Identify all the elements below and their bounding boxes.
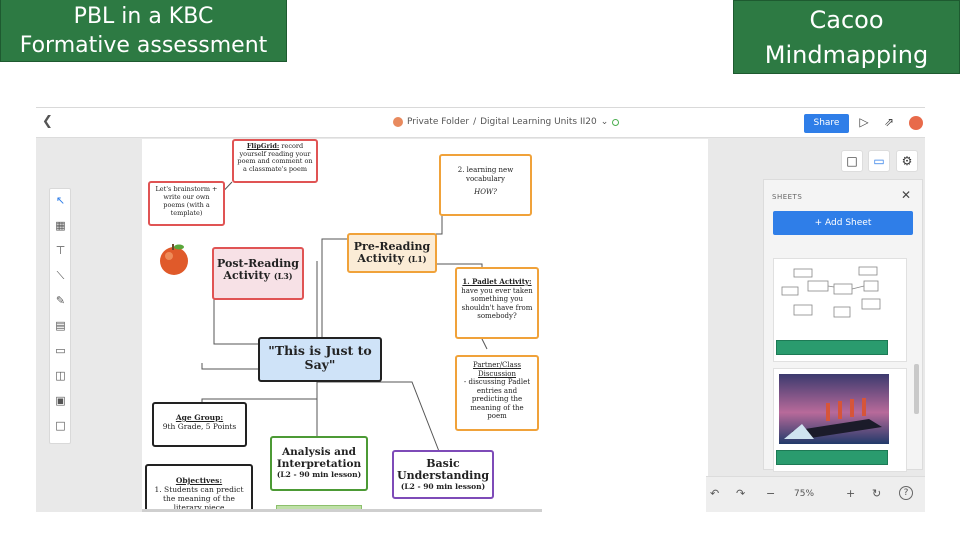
node-padlet-body: have you ever taken something you should… <box>461 286 533 321</box>
redo-icon[interactable]: ↷ <box>736 487 746 500</box>
node-brainstorm[interactable]: Let's brainstorm + write our own poems (… <box>148 181 225 226</box>
slide-title-formative: PBL in a KBC Formative assessment <box>0 0 287 62</box>
node-learning-how: HOW? <box>474 188 497 196</box>
text-tool-icon[interactable]: ⊤ <box>55 244 66 257</box>
select-cursor-icon[interactable]: ↖ <box>55 194 66 207</box>
sheets-scrollbar[interactable] <box>914 364 919 414</box>
node-flipgrid[interactable]: FlipGrid: record yourself reading your p… <box>232 139 318 183</box>
node-partner-discussion[interactable]: Partner/Class Discussion - discussing Pa… <box>455 355 539 431</box>
back-arrow-icon[interactable]: ❮ <box>42 114 53 129</box>
breadcrumb-document[interactable]: Digital Learning Units II20 <box>480 117 597 127</box>
tool-palette: ↖ ▦ ⊤ ⟍ ✎ ▤ ▭ ◫ ▣ □ <box>49 188 71 444</box>
node-analysis[interactable]: Analysis and Interpretation (L2 - 90 min… <box>270 436 368 491</box>
sheets-title: SHEETS <box>772 193 803 201</box>
node-objectives-body: 1. Students can predict the meaning of t… <box>154 485 244 512</box>
node-partial-bottom <box>276 505 362 512</box>
node-brainstorm-text: Let's brainstorm + write our own poems (… <box>155 185 218 217</box>
node-central-topic[interactable]: "This is Just to Say" <box>258 337 382 382</box>
apple-icon <box>157 242 191 276</box>
comment-add-icon[interactable]: □ <box>55 419 66 432</box>
shapes-icon[interactable]: ▦ <box>55 219 66 232</box>
node-age-title: Age Group: <box>175 413 224 422</box>
gear-icon[interactable]: ⚙ <box>896 150 918 172</box>
table-icon[interactable]: ▤ <box>55 319 66 332</box>
node-post-reading-level: (L3) <box>273 271 293 281</box>
help-button[interactable]: ? <box>899 486 913 500</box>
node-post-reading[interactable]: Post-Reading Activity (L3) <box>212 247 304 300</box>
line-tool-icon[interactable]: ⟍ <box>56 269 65 282</box>
sheet-name-label[interactable] <box>776 340 888 355</box>
sync-status-icon <box>612 118 620 126</box>
export-icon[interactable]: ⇗ <box>883 115 895 129</box>
add-sheet-button[interactable]: + Add Sheet <box>773 211 913 235</box>
undo-icon[interactable]: ↶ <box>710 487 720 500</box>
node-pre-reading[interactable]: Pre-Reading Activity (L1) <box>347 233 437 273</box>
node-age-body: 9th Grade, 5 Points <box>162 422 237 431</box>
image-icon[interactable]: ▣ <box>55 394 66 407</box>
close-icon[interactable]: ✕ <box>901 188 912 202</box>
breadcrumb-separator: / <box>473 117 477 127</box>
node-padlet[interactable]: 1. Padlet Activity: have you ever taken … <box>455 267 539 339</box>
node-analysis-level: (L2 - 90 min lesson) <box>276 470 362 479</box>
zoom-out-button[interactable]: − <box>766 487 776 500</box>
node-objectives[interactable]: Objectives: 1. Students can predict the … <box>145 464 253 512</box>
node-basic-level: (L2 - 90 min lesson) <box>400 482 486 491</box>
node-pre-reading-level: (L1) <box>407 254 427 264</box>
zoom-bar: ↶ ↷ − 75% + ↻ ? <box>706 476 925 512</box>
node-post-reading-title: Post-Reading Activity <box>217 257 299 282</box>
breadcrumb-folder[interactable]: Private Folder <box>407 117 470 127</box>
fit-screen-icon[interactable]: ↻ <box>872 487 882 500</box>
node-basic-title: Basic Understanding <box>397 457 490 482</box>
cacoo-app-window: ❮ Private Folder / Digital Learning Unit… <box>36 107 925 512</box>
node-central-text: "This is Just to Say" <box>268 343 372 372</box>
play-icon[interactable]: ▷ <box>859 115 869 129</box>
node-learning-text: 2. learning new vocabulary <box>457 166 514 183</box>
slide-title-line2: Formative assessment <box>19 33 268 58</box>
node-basic-understanding[interactable]: Basic Understanding (L2 - 90 min lesson) <box>392 450 494 499</box>
top-bar: ❮ Private Folder / Digital Learning Unit… <box>36 108 925 138</box>
chevron-down-icon[interactable]: ⌄ <box>600 117 609 127</box>
diagram-canvas[interactable]: FlipGrid: record yourself reading your p… <box>142 139 708 512</box>
share-button[interactable]: Share <box>804 114 849 133</box>
node-partner-body: - discussing Padlet entries and predicti… <box>463 378 531 420</box>
zoom-in-button[interactable]: + <box>846 487 856 500</box>
pen-icon[interactable]: ✎ <box>55 294 66 307</box>
node-age-group[interactable]: Age Group: 9th Grade, 5 Points <box>152 402 247 447</box>
avatar[interactable] <box>909 116 923 130</box>
node-flipgrid-title: FlipGrid: <box>246 142 280 150</box>
breadcrumb: Private Folder / Digital Learning Units … <box>393 117 620 127</box>
sheets-panel: SHEETS ✕ + Add Sheet <box>763 179 923 472</box>
node-partner-title: Partner/Class Discussion <box>472 361 522 378</box>
slide-title-line1: PBL in a KBC <box>73 4 214 29</box>
sheets-icon[interactable]: ▭ <box>868 150 890 172</box>
zoom-level[interactable]: 75% <box>794 489 815 499</box>
sheet-thumbnail[interactable] <box>773 258 907 362</box>
sticky-note-icon[interactable]: ▭ <box>55 344 66 357</box>
slide-title-cacoo: Cacoo Mindmapping <box>733 0 960 74</box>
sheet-thumbnail[interactable] <box>773 368 907 472</box>
node-padlet-title: 1. Padlet Activity: <box>462 277 532 286</box>
canvas-horizontal-scrollbar[interactable] <box>142 509 542 512</box>
sheet-name-label[interactable] <box>776 450 888 465</box>
node-analysis-title: Analysis and Interpretation <box>276 446 362 470</box>
sheet-preview-diagram <box>781 266 881 318</box>
node-learning-vocab[interactable]: 2. learning new vocabulary HOW? <box>439 154 532 216</box>
sheet-preview-image <box>779 374 889 444</box>
slide-title-line1: Cacoo <box>809 6 884 34</box>
comment-icon[interactable]: □ <box>841 150 863 172</box>
folder-icon <box>393 117 403 127</box>
node-flipgrid-body: record yourself reading your poem and co… <box>237 142 313 173</box>
chart-icon[interactable]: ◫ <box>55 369 66 382</box>
node-objectives-title: Objectives: <box>175 476 223 485</box>
slide-title-line2: Mindmapping <box>764 41 929 69</box>
node-pre-reading-title: Pre-Reading Activity <box>353 240 431 265</box>
